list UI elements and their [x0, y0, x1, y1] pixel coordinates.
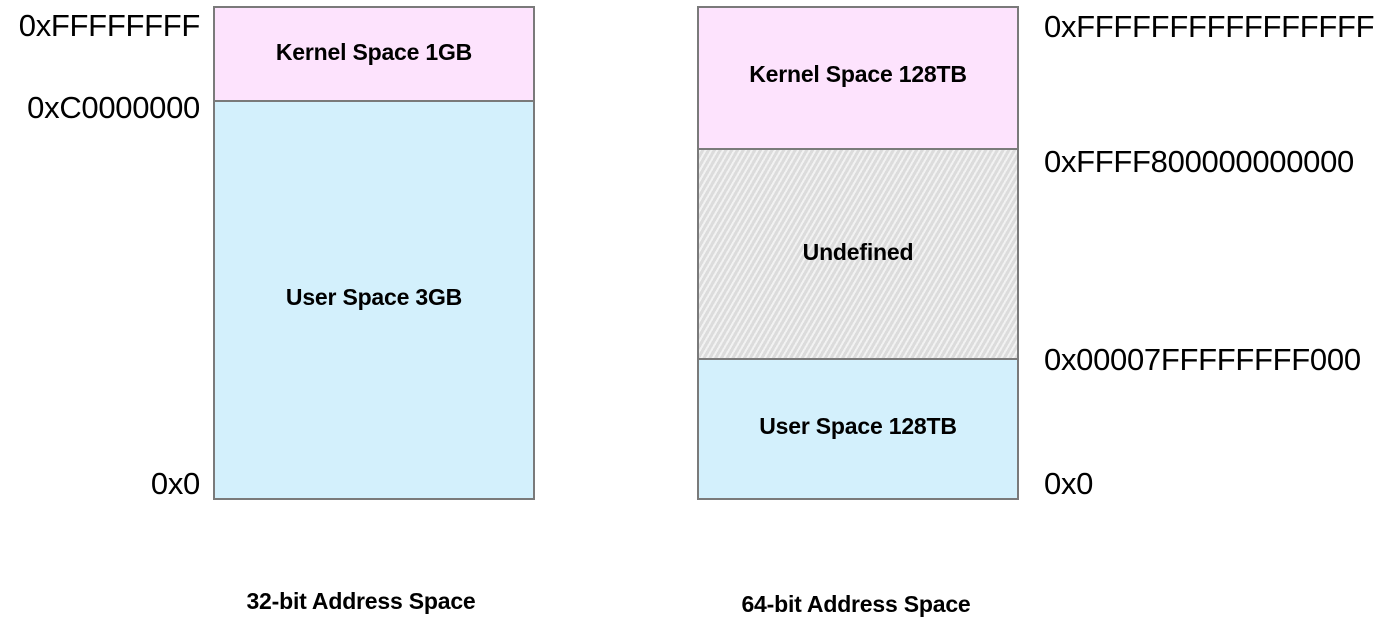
kernel-user-divider-32 [215, 100, 533, 102]
kernel-space-64-region: Kernel Space 128TB [699, 8, 1017, 149]
address-32-boundary: 0xC0000000 [27, 90, 200, 125]
address-32-top: 0xFFFFFFFF [18, 8, 201, 43]
address-64-bottom: 0x0 [1044, 466, 1094, 501]
caption-64-bit: 64-bit Address Space [741, 591, 971, 617]
caption-32-bit: 32-bit Address Space [246, 588, 476, 614]
kernel-space-64-label: Kernel Space 128TB [749, 61, 967, 87]
address-64-top: 0xFFFFFFFFFFFFFFFF [1044, 9, 1375, 44]
address-64-user-end: 0x00007FFFFFFFF000 [1044, 342, 1361, 377]
address-space-32-stack: Kernel Space 1GB User Space 3GB [213, 6, 535, 500]
address-32-bottom: 0x0 [150, 466, 200, 501]
kernel-space-32-region: Kernel Space 1GB [215, 8, 533, 101]
undefined-region-64: Undefined [699, 149, 1017, 359]
address-space-64-stack: Kernel Space 128TB Undefined User Space … [697, 6, 1019, 500]
user-space-64-label: User Space 128TB [759, 413, 957, 439]
kernel-space-32-label: Kernel Space 1GB [275, 39, 473, 65]
address-64-kernel-start: 0xFFFF800000000000 [1044, 144, 1354, 179]
user-space-32-region: User Space 3GB [215, 101, 533, 498]
undefined-user-divider-64 [699, 358, 1017, 360]
undefined-64-label: Undefined [802, 238, 914, 265]
user-space-32-label: User Space 3GB [285, 284, 463, 310]
kernel-undefined-divider-64 [699, 148, 1017, 150]
user-space-64-region: User Space 128TB [699, 359, 1017, 498]
